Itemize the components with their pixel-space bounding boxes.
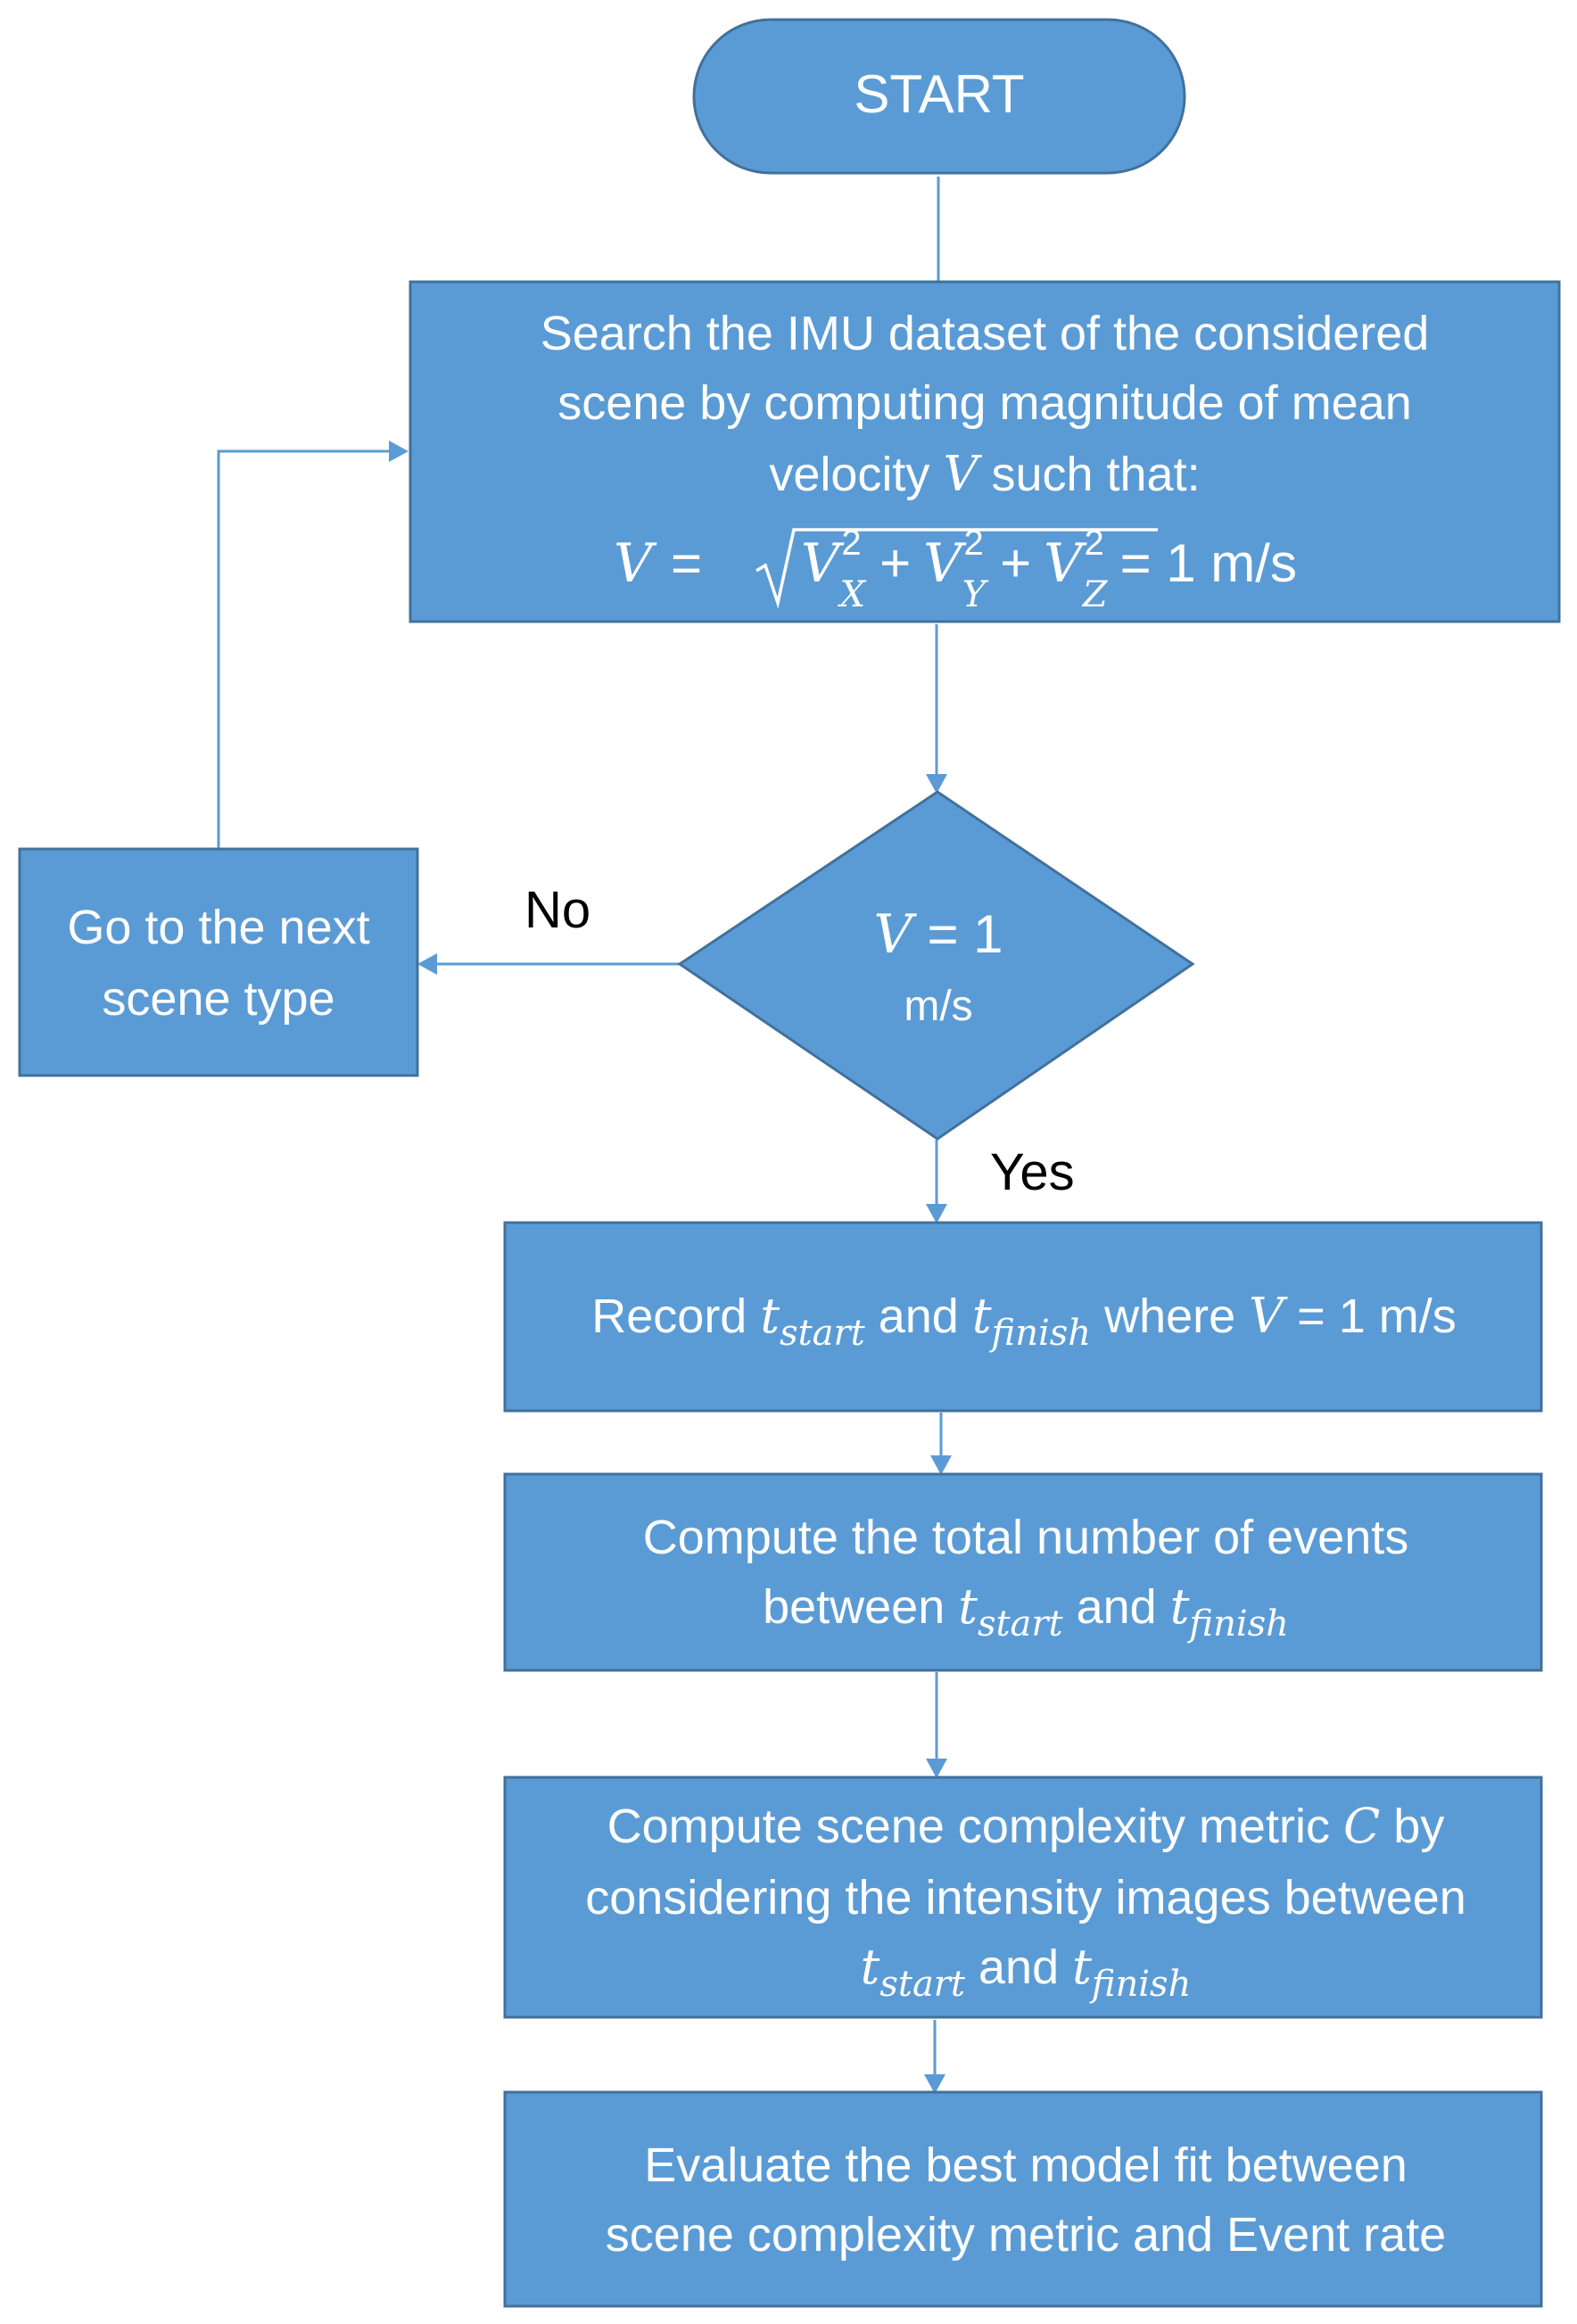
edge-next-scene-to-search xyxy=(217,449,389,849)
record-node: Record tstart and tfinish where V = 1 m/… xyxy=(503,1221,1543,1413)
complexity-line-1: Compute scene complexity metric C by xyxy=(607,1798,1445,1854)
start-terminator-shape xyxy=(692,18,1186,175)
arrowhead-search-loop xyxy=(389,441,409,462)
next-scene-line-1: Go to the next xyxy=(67,901,369,954)
arrowhead-decision xyxy=(926,774,947,794)
evaluate-node: Evaluate the best model fit between scen… xyxy=(503,2090,1543,2308)
sqrt-sign xyxy=(755,528,1158,609)
decision-unit: m/s xyxy=(904,983,972,1030)
search-node: Search the IMU dataset of the considered… xyxy=(409,280,1561,623)
search-line-3: velocity V such that: xyxy=(769,446,1200,502)
formula-equals: = xyxy=(671,533,702,593)
connectors xyxy=(217,177,952,2094)
next-scene-line-2: scene type xyxy=(102,972,334,1026)
search-process-shape xyxy=(409,280,1561,623)
record-process-shape xyxy=(503,1221,1543,1413)
arrowhead-complexity xyxy=(926,1759,947,1778)
count-line-2: between tstart and tfinish xyxy=(763,1578,1289,1644)
decision-diamond-shape xyxy=(677,790,1195,1141)
count-node: Compute the total number of events betwe… xyxy=(503,1472,1543,1672)
complexity-line-3: tstart and tfinish xyxy=(861,1939,1192,2005)
edge-label-no: No xyxy=(524,881,590,939)
next-scene-process-shape xyxy=(18,847,419,1077)
complexity-node: Compute scene complexity metric C by con… xyxy=(503,1776,1543,2019)
start-label: START xyxy=(854,64,1024,124)
count-line-1: Compute the total number of events xyxy=(643,1511,1409,1564)
arrowhead-count xyxy=(930,1455,952,1475)
decision-condition: V = 1 xyxy=(873,903,1003,966)
record-text: Record tstart and tfinish where V = 1 m/… xyxy=(591,1288,1456,1354)
start-node: START xyxy=(692,18,1186,175)
edge-label-yes: Yes xyxy=(990,1143,1075,1201)
complexity-line-2: considering the intensity images between xyxy=(585,1871,1466,1924)
search-line-2: scene by computing magnitude of mean xyxy=(557,376,1412,430)
evaluate-line-1: Evaluate the best model fit between xyxy=(644,2139,1408,2192)
count-process-shape xyxy=(503,1472,1543,1672)
next-scene-node: Go to the next scene type xyxy=(18,847,419,1077)
evaluate-process-shape xyxy=(503,2090,1543,2308)
complexity-process-shape xyxy=(503,1776,1543,2019)
arrowhead-evaluate xyxy=(924,2074,945,2094)
arrowhead-next-scene xyxy=(417,953,437,975)
arrowhead-record xyxy=(926,1204,947,1224)
evaluate-line-2: scene complexity metric and Event rate xyxy=(606,2208,1446,2262)
search-line-1: Search the IMU dataset of the considered xyxy=(541,307,1430,360)
decision-node: V = 1 m/s xyxy=(677,790,1195,1141)
formula-lhs-v: V xyxy=(614,532,657,595)
